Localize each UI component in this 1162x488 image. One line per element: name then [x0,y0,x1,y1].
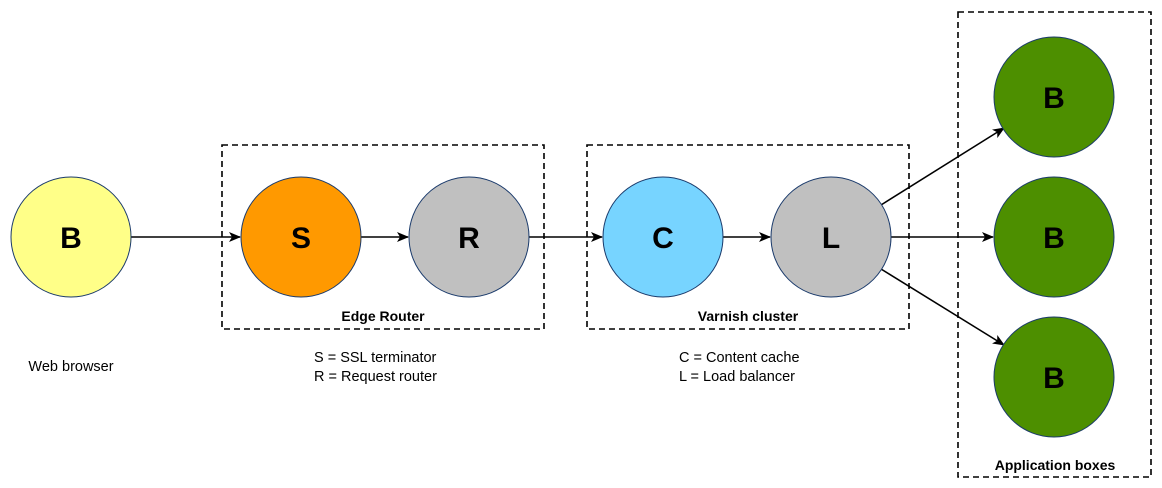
edge-router-legend-line-1: S = SSL terminator [314,350,437,366]
router-circle [408,176,530,298]
browser-node: B [10,176,132,298]
app-circle-1 [993,36,1115,158]
browser-circle [10,176,132,298]
browser-caption: Web browser [28,359,113,375]
app-node-2: B [993,176,1115,298]
application-boxes-label: Application boxes [995,457,1116,473]
app-circle-2 [993,176,1115,298]
application-boxes-group [957,11,1152,478]
app-letter-1: B [1043,82,1065,115]
app-node-3: B [993,316,1115,438]
cache-circle [602,176,724,298]
edge-balancer-to-app3 [880,268,1005,346]
router-node: R [408,176,530,298]
browser-letter: B [60,222,82,255]
balancer-circle [770,176,892,298]
cache-letter: C [652,222,674,255]
varnish-legend-line-1: C = Content cache [679,350,800,366]
app-node-1: B [993,36,1115,158]
balancer-node: L [770,176,892,298]
edge-balancer-to-app1 [880,127,1005,206]
varnish-legend-line-2: L = Load balancer [679,369,795,385]
edge-router-legend-line-2: R = Request router [314,369,437,385]
varnish-cluster-label: Varnish cluster [698,308,799,324]
edges [131,127,1005,346]
balancer-letter: L [822,222,840,255]
cache-node: C [602,176,724,298]
router-letter: R [458,222,480,255]
app-letter-3: B [1043,362,1065,395]
ssl-node: S [240,176,362,298]
app-circle-3 [993,316,1115,438]
ssl-letter: S [291,222,311,255]
app-letter-2: B [1043,222,1065,255]
edge-router-label: Edge Router [341,308,425,324]
ssl-circle [240,176,362,298]
